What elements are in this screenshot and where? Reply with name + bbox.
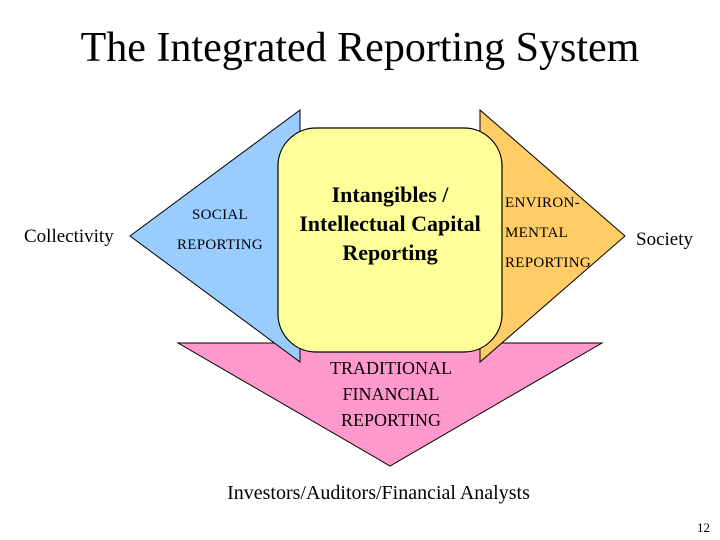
- collectivity-label: Collectivity: [24, 226, 114, 247]
- social-reporting-label: SOCIAL REPORTING: [160, 200, 280, 260]
- intellectual-capital-box: [277, 127, 503, 353]
- financial-reporting-label: TRADITIONAL FINANCIAL REPORTING: [316, 355, 466, 433]
- society-label: Society: [636, 229, 693, 250]
- environmental-reporting-label: ENVIRON- MENTAL REPORTING: [505, 188, 591, 278]
- environmental-label-line3: REPORTING: [505, 255, 591, 271]
- slide-title: The Integrated Reporting System: [80, 25, 640, 71]
- intellectual-capital-label: Intangibles / Intellectual Capital Repor…: [299, 182, 481, 265]
- financial-label-line1: TRADITIONAL: [330, 358, 452, 378]
- financial-label-line2: FINANCIAL: [342, 384, 440, 404]
- investors-label: Investors/Auditors/Financial Analysts: [227, 482, 530, 504]
- financial-label-line3: REPORTING: [341, 410, 441, 430]
- social-label-line2: REPORTING: [177, 237, 263, 253]
- environmental-label-line1: ENVIRON-: [505, 195, 580, 211]
- environmental-label-line2: MENTAL: [505, 225, 569, 241]
- page-number: 12: [697, 520, 710, 535]
- social-label-line1: SOCIAL: [192, 207, 248, 223]
